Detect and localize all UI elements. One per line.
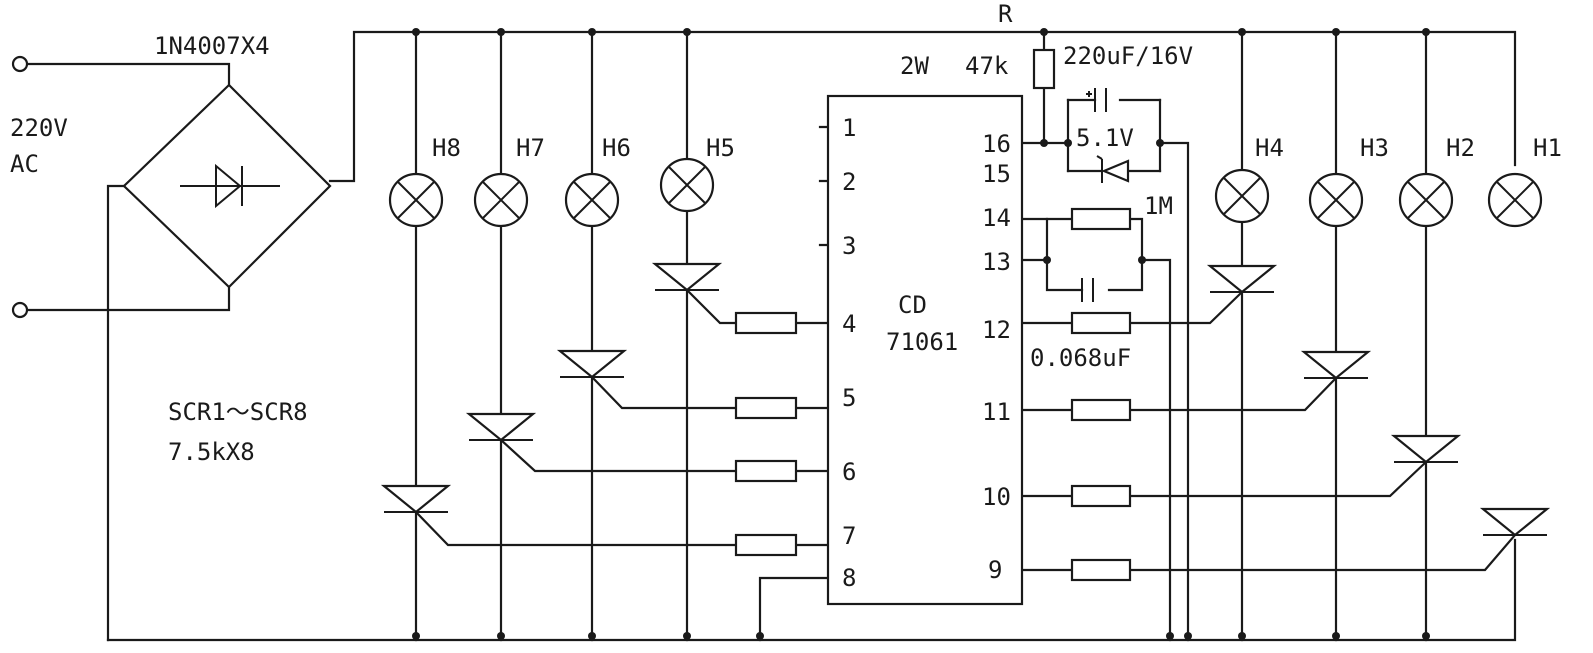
- lamp-label-h7: H7: [516, 134, 545, 162]
- scr-h4-icon: [1206, 264, 1278, 294]
- lamp-h7-icon: [473, 172, 529, 228]
- scr-devices: [380, 262, 1551, 537]
- pin-8: 8: [842, 564, 856, 592]
- label-scr-range: SCR1～SCR8: [168, 398, 308, 426]
- lamp-h3-icon: [1308, 172, 1364, 228]
- pin-9: 9: [988, 556, 1002, 584]
- capacitor-220uf: [1086, 88, 1107, 112]
- label-r: R: [998, 0, 1013, 28]
- resistor-1m: [1070, 207, 1132, 231]
- scr-h1-icon: [1479, 507, 1551, 537]
- ic-cd71061: [826, 94, 1024, 606]
- pin-12: 12: [982, 316, 1011, 344]
- label-2w: 2W: [900, 52, 929, 80]
- bridge-rectifier: [122, 83, 332, 289]
- pin-2: 2: [842, 168, 856, 196]
- gate-resistors: [734, 311, 1132, 582]
- scr-h3-icon: [1300, 350, 1372, 380]
- scr-h7-icon: [465, 412, 537, 442]
- zener-diode-icon: [1096, 155, 1130, 183]
- lamp-label-h4: H4: [1255, 134, 1284, 162]
- label-220v: 220V: [10, 114, 68, 142]
- scr-h2-icon: [1390, 434, 1462, 464]
- pin-16: 16: [982, 130, 1011, 158]
- scr-h6-icon: [556, 349, 628, 379]
- capacitor-0068uf: [1081, 278, 1094, 302]
- ac-terminal-top: [11, 55, 29, 73]
- lamp-label-h2: H2: [1446, 134, 1475, 162]
- lamp-h2-icon: [1398, 172, 1454, 228]
- lamp-label-h6: H6: [602, 134, 631, 162]
- ic-label-number: 71061: [886, 328, 958, 356]
- pin-10: 10: [982, 483, 1011, 511]
- pin-7: 7: [842, 522, 856, 550]
- lamp-h8-icon: [388, 172, 444, 228]
- lamp-label-h3: H3: [1360, 134, 1389, 162]
- ic-label-cd: CD: [898, 291, 927, 319]
- labels: R 1N4007X4 220V AC 2W 47k 220uF/16V 5.1V…: [10, 0, 1562, 592]
- ac-terminal-bottom: [11, 301, 29, 319]
- lamp-h4-icon: [1214, 168, 1270, 224]
- scr-h5-icon: [651, 262, 723, 292]
- resistor-47k: [1032, 48, 1056, 90]
- lamps: [388, 157, 1543, 228]
- pin-4: 4: [842, 310, 856, 338]
- pin-15: 15: [982, 160, 1011, 188]
- lamp-h5-icon: [659, 157, 715, 213]
- label-ac: AC: [10, 150, 39, 178]
- lamp-label-h8: H8: [432, 134, 461, 162]
- lamp-label-h5: H5: [706, 134, 735, 162]
- label-1m: 1M: [1144, 192, 1173, 220]
- scr-h8-icon: [380, 484, 452, 514]
- lamp-h1-icon: [1487, 172, 1543, 228]
- label-gate-resistors: 7.5kX8: [168, 438, 255, 466]
- pin-5: 5: [842, 384, 856, 412]
- pin-3: 3: [842, 232, 856, 260]
- label-0068uf: 0.068uF: [1030, 344, 1131, 372]
- junction-dots: [412, 28, 1430, 640]
- lamp-label-h1: H1: [1533, 134, 1562, 162]
- pin-1: 1: [842, 114, 856, 142]
- label-220uf: 220uF/16V: [1063, 42, 1193, 70]
- label-47k: 47k: [965, 52, 1009, 80]
- wiring: [26, 30, 1517, 642]
- pin-6: 6: [842, 458, 856, 486]
- pin-14: 14: [982, 204, 1011, 232]
- pin-11: 11: [982, 398, 1011, 426]
- label-zener: 5.1V: [1076, 124, 1134, 152]
- lamp-h6-icon: [564, 172, 620, 228]
- pin-13: 13: [982, 248, 1011, 276]
- label-bridge-diodes: 1N4007X4: [154, 32, 270, 60]
